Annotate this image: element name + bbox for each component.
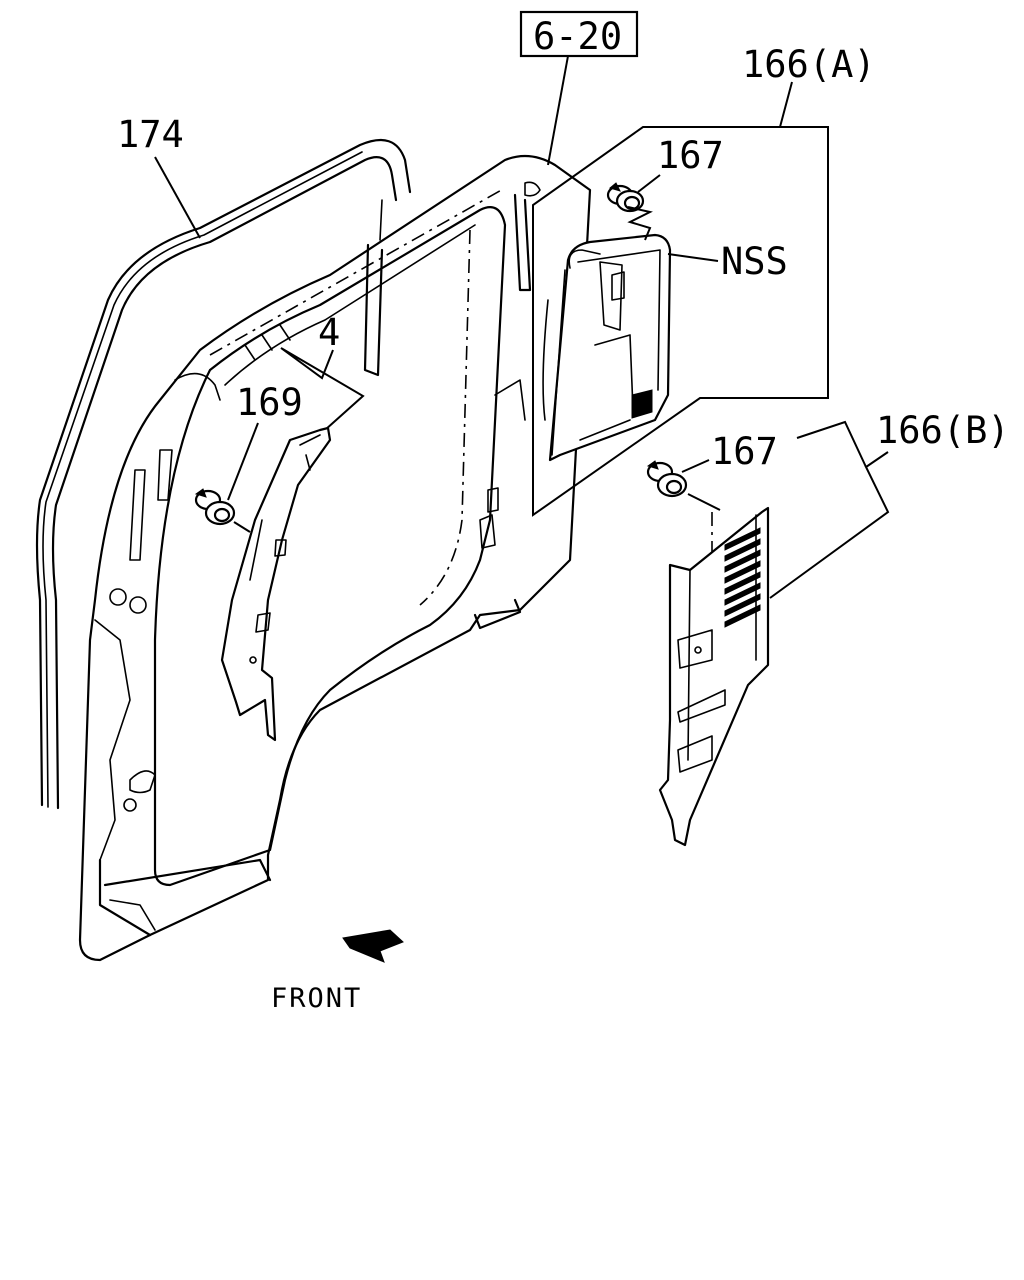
label-nss: NSS bbox=[721, 240, 788, 283]
label-169: 169 bbox=[236, 381, 303, 424]
push-clip-icon bbox=[194, 488, 236, 526]
push-clip-icon bbox=[606, 182, 645, 213]
weatherstrip-174 bbox=[35, 138, 412, 810]
pillar-trim-4: 4 169 bbox=[194, 311, 365, 742]
leader-174 bbox=[154, 156, 201, 239]
label-166a: 166(A) bbox=[742, 43, 876, 86]
ref-box-label: 6-20 bbox=[533, 15, 622, 58]
label-167a: 167 bbox=[657, 134, 724, 177]
trim-group-166a: 166(A) 167 NSS bbox=[532, 43, 876, 517]
label-174: 174 bbox=[117, 113, 184, 156]
push-clip-icon bbox=[646, 460, 688, 498]
label-166b: 166(B) bbox=[876, 409, 1010, 452]
door-panel bbox=[78, 154, 592, 962]
vent-grille bbox=[724, 527, 761, 628]
label-167b: 167 bbox=[711, 430, 778, 473]
front-label: FRONT bbox=[271, 983, 362, 1014]
trim-group-166b: 166(B) 167 bbox=[646, 409, 1010, 847]
label-4: 4 bbox=[318, 311, 340, 354]
reference-box: 6-20 bbox=[519, 10, 639, 166]
front-direction-arrow-icon bbox=[342, 929, 404, 963]
